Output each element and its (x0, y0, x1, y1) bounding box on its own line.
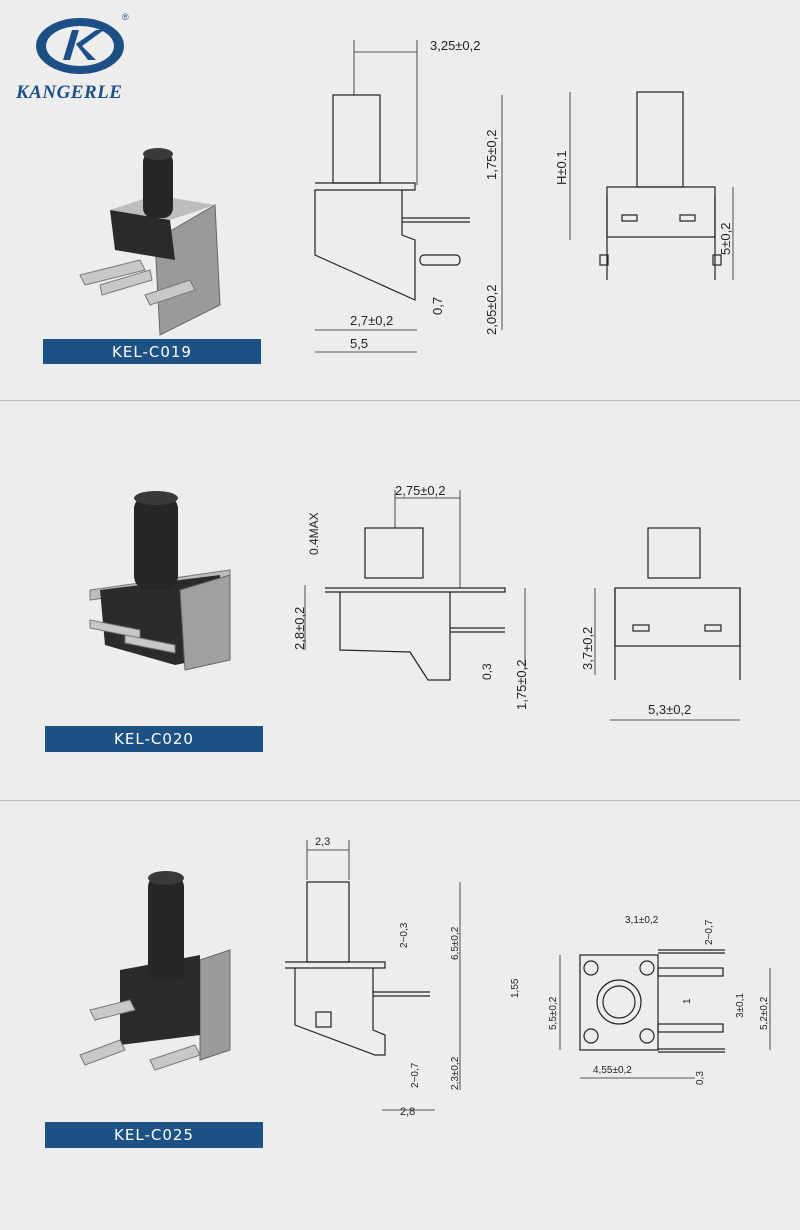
front-view-drawing (594, 527, 741, 721)
dim-label: 1,75±0,2 (514, 659, 529, 710)
dim-label: 0,3 (480, 663, 494, 680)
dim-label: 2~0,3 (399, 922, 410, 948)
model-label: KEL-C019 (43, 339, 261, 364)
dim-label: 6,5±0,2 (450, 926, 461, 960)
dim-label: 2,3 (315, 836, 330, 848)
product-section-c019: KEL-C019 3,25±0,2 1,75±0,2 2,05±0,2 0,7 … (0, 0, 800, 400)
dim-label: 1 (682, 998, 693, 1004)
dim-label: 2~0,7 (704, 919, 715, 945)
brand-name: KANGERLE (16, 82, 123, 103)
dim-label: 2,75±0,2 (395, 483, 446, 498)
section-divider (0, 800, 800, 801)
dim-label: 5,2±0,2 (759, 996, 770, 1030)
dim-label: 2,05±0,2 (484, 284, 499, 335)
dim-label: 0,3 (695, 1071, 706, 1085)
product-section-c020: KEL-C020 2,75±0,2 0.4MAX 2,8±0,2 0,3 1,7… (0, 400, 800, 800)
top-view-dims: 3,1±0,2 2~0,7 5,5±0,2 1 3±0,1 5,2±0,2 4,… (548, 915, 770, 1085)
front-view-dims: H±0.1 5±0,2 (554, 150, 733, 255)
model-label: KEL-C020 (45, 726, 263, 752)
dim-label: 5,5±0,2 (548, 996, 559, 1030)
top-view-drawing (559, 949, 771, 1079)
dim-label: H±0.1 (554, 150, 569, 185)
product-photo (89, 491, 231, 671)
brand-logo: ® (0, 0, 170, 110)
dim-label: 1,55 (510, 978, 521, 998)
side-view-drawing (304, 490, 526, 681)
side-view-dims: 2,3 2~0,3 6,5±0,2 1,55 2~0,7 2,3±0,2 2,8 (315, 836, 521, 1118)
dim-label: 3,25±0,2 (430, 38, 481, 53)
side-view-dims: 2,75±0,2 0.4MAX 2,8±0,2 0,3 1,75±0,2 (292, 483, 529, 710)
dim-label: 4,55±0,2 (593, 1065, 632, 1076)
dim-label: 3±0,1 (735, 993, 746, 1018)
product-photo (79, 148, 221, 336)
dim-label: 5,5 (350, 336, 368, 351)
dim-label: 2,8 (400, 1106, 415, 1118)
section-divider (0, 400, 800, 401)
dim-label: 0,7 (430, 297, 445, 315)
side-view-dims: 3,25±0,2 1,75±0,2 2,05±0,2 0,7 2,7±0,2 5… (350, 38, 499, 351)
dim-label: 3,7±0,2 (580, 627, 595, 670)
product-section-c025: KEL-C025 2,3 2~0,3 6,5±0,2 1,55 2~0,7 2,… (0, 800, 800, 1200)
kangerle-logo-icon (36, 18, 124, 74)
side-view-drawing (285, 840, 461, 1111)
side-view-drawing (314, 40, 503, 353)
product-photo (79, 871, 231, 1071)
front-view-drawing (569, 91, 734, 280)
front-view-dims: 3,7±0,2 5,3±0,2 (580, 627, 691, 717)
dim-label: 2,7±0,2 (350, 313, 393, 328)
dim-label: 2,3±0,2 (450, 1056, 461, 1090)
dim-label: 2~0,7 (410, 1062, 421, 1088)
dim-label: 5,3±0,2 (648, 702, 691, 717)
model-label: KEL-C025 (45, 1122, 263, 1148)
dim-label: 5±0,2 (718, 223, 733, 255)
registered-mark: ® (122, 12, 129, 22)
dim-label: 3,1±0,2 (625, 915, 659, 926)
dim-label: 1,75±0,2 (484, 129, 499, 180)
dim-label: 0.4MAX (307, 512, 321, 555)
dim-label: 2,8±0,2 (292, 607, 307, 650)
